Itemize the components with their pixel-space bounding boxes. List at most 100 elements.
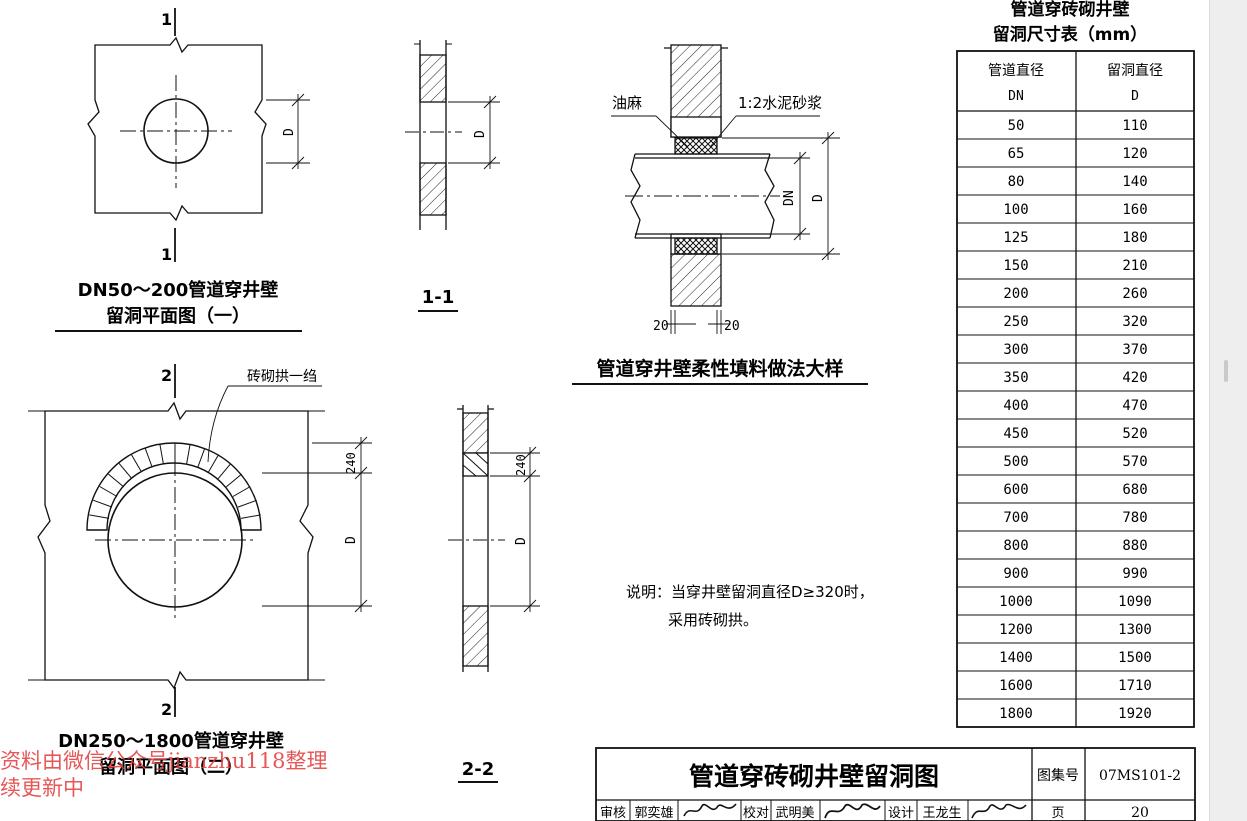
arch-brick-joint: [232, 486, 251, 497]
arch-brick-joint: [99, 486, 118, 497]
plan2-title-line2: 留洞平面图（二）: [99, 756, 243, 778]
table-cell-dn: 500: [1003, 454, 1028, 470]
plan-view-2: [28, 364, 372, 717]
table-header-dn-line1: 管道直径: [988, 62, 1044, 79]
table-cell-d: 570: [1122, 454, 1147, 470]
arch-brick-joint: [240, 514, 261, 519]
designer-signature: [971, 803, 1027, 819]
table-header-d-line1: 留洞直径: [1107, 62, 1163, 79]
designer-name: 王龙生: [922, 806, 961, 821]
plan-view-1: [87, 8, 310, 262]
section-view-1-1: [405, 40, 500, 230]
arch-brick-joint: [89, 514, 110, 519]
table-cell-dn: 350: [1003, 370, 1028, 386]
table-cell-d: 160: [1122, 202, 1147, 218]
table-cell-dn: 600: [1003, 482, 1028, 498]
section2-dim-arch: 240: [514, 454, 528, 476]
detail-title: 管道穿井壁柔性填料做法大样: [596, 357, 843, 380]
plan1-dim-label: D: [282, 128, 297, 136]
arch-brick-joint: [225, 473, 242, 488]
table-cell-d: 880: [1122, 538, 1147, 554]
plan2-dim-label: D: [344, 536, 359, 544]
table-cell-d: 210: [1122, 258, 1147, 274]
table-cell-dn: 450: [1003, 426, 1028, 442]
plan1-title-line2: 留洞平面图（一）: [106, 305, 250, 327]
checker-signature: [824, 803, 881, 819]
arch-brick-joint: [159, 444, 164, 465]
table-cell-d: 110: [1122, 118, 1147, 134]
arch-brick-joint: [208, 454, 219, 473]
arch-brick-joint: [217, 463, 232, 480]
page-number: 20: [1131, 805, 1149, 821]
plan2-title-line1: DN250～1800管道穿井壁: [58, 730, 284, 752]
section1-dim-label: D: [473, 130, 488, 138]
table-cell-d: 180: [1122, 230, 1147, 246]
table-cell-dn: 150: [1003, 258, 1028, 274]
detail-label-oakum: 油麻: [612, 94, 642, 112]
arch-brick-joint: [131, 454, 142, 473]
table-cell-dn: 1800: [999, 706, 1033, 722]
scrollbar-marker: [1224, 360, 1228, 382]
detail-view: [611, 44, 840, 334]
arch-brick-joint: [237, 499, 257, 508]
table-cell-dn: 65: [1008, 146, 1025, 162]
reviewer-signature: [683, 803, 737, 817]
table-cell-d: 320: [1122, 314, 1147, 330]
atlas-number-value: 07MS101-2: [1099, 768, 1181, 784]
watermark: 资料由微信公众号jianzhu118整理 续更新中: [0, 748, 327, 802]
note-line1: 说明：当穿井壁留洞直径D≥320时，: [626, 583, 874, 601]
table-cell-dn: 900: [1003, 566, 1028, 582]
table-cell-d: 990: [1122, 566, 1147, 582]
detail-label-dn: DN: [782, 190, 797, 206]
table-cell-dn: 1200: [999, 622, 1033, 638]
table-cell-dn: 50: [1008, 118, 1025, 134]
table-cell-dn: 80: [1008, 174, 1025, 190]
table-header-d-line2: D: [1131, 89, 1139, 104]
arch-brick-joint: [118, 463, 133, 480]
table-cell-dn: 200: [1003, 286, 1028, 302]
table-title-line2: 留洞尺寸表（mm）: [993, 24, 1147, 45]
plan1-section-mark-bottom: 1: [161, 245, 172, 264]
check-label: 校对: [743, 805, 769, 821]
section1-title: 1-1: [422, 287, 455, 308]
table-cell-dn: 100: [1003, 202, 1028, 218]
page-label: 页: [1051, 806, 1064, 821]
plan2-label-arch: 砖砌拱一绉: [247, 368, 317, 385]
drawing-main-title: 管道穿砖砌井壁留洞图: [689, 762, 939, 791]
watermark-line2: 续更新中: [0, 776, 84, 800]
table-cell-dn: 250: [1003, 314, 1028, 330]
arch-brick-joint: [186, 444, 191, 465]
table-cell-d: 1920: [1118, 706, 1152, 722]
table-cell-dn: 700: [1003, 510, 1028, 526]
table-cell-d: 780: [1122, 510, 1147, 526]
section-view-2-2: [448, 405, 540, 672]
table-cell-d: 1710: [1118, 678, 1152, 694]
design-label: 设计: [888, 806, 914, 821]
table-cell-d: 1090: [1118, 594, 1152, 610]
checker-name: 武明美: [775, 806, 814, 821]
arch-brick-joint: [144, 448, 153, 468]
plan2-dim-arch: 240: [344, 452, 358, 474]
table-cell-dn: 1400: [999, 650, 1033, 666]
table-cell-dn: 125: [1003, 230, 1028, 246]
table-cell-d: 1300: [1118, 622, 1152, 638]
table-cell-d: 470: [1122, 398, 1147, 414]
table-cell-d: 520: [1122, 426, 1147, 442]
arch-brick-joint: [108, 473, 125, 488]
table-cell-dn: 400: [1003, 398, 1028, 414]
detail-dim-right: 20: [724, 319, 740, 334]
table-cell-d: 120: [1122, 146, 1147, 162]
table-cell-dn: 300: [1003, 342, 1028, 358]
table-cell-dn: 1000: [999, 594, 1033, 610]
plan2-section-mark-top: 2: [161, 366, 172, 385]
table-cell-d: 370: [1122, 342, 1147, 358]
viewer-scrollbar[interactable]: [1209, 0, 1247, 821]
atlas-number-label: 图集号: [1037, 767, 1079, 784]
detail-label-d: D: [811, 194, 826, 202]
note-line2: 采用砖砌拱。: [668, 611, 758, 629]
table-cell-d: 1500: [1118, 650, 1152, 666]
table-header-dn-line2: DN: [1008, 89, 1024, 104]
detail-dim-left: 20: [653, 319, 669, 334]
